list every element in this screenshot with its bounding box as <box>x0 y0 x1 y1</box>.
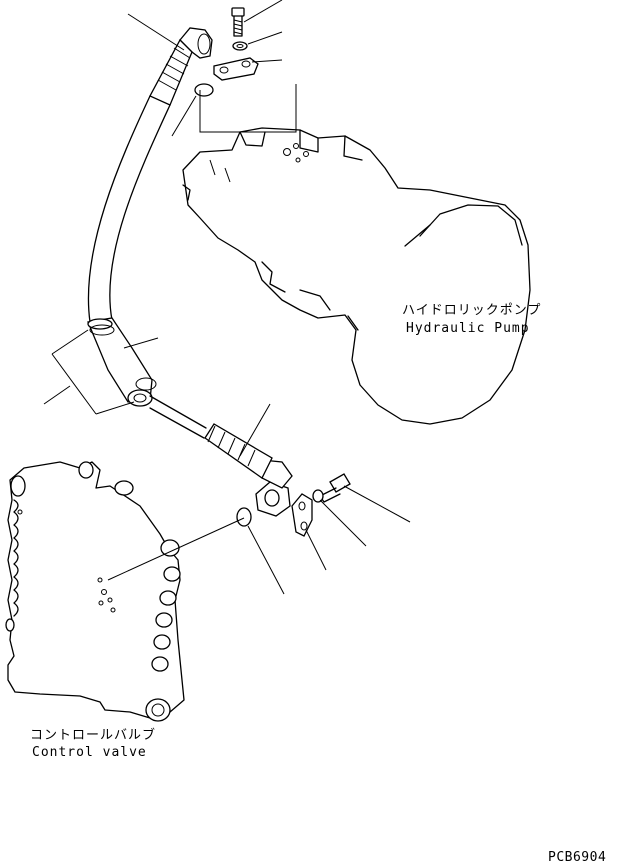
connection-lines <box>107 84 297 581</box>
hydraulic-hose <box>87 95 207 439</box>
hydraulic-pump-drawing <box>182 127 531 425</box>
valve-label-jp: コントロールバルブ <box>30 728 157 743</box>
valve-label-en: Control valve <box>32 745 147 760</box>
control-valve-drawing <box>5 461 185 722</box>
lower-fittings <box>204 423 351 537</box>
upper-fittings <box>149 7 259 106</box>
pump-label-en: Hydraulic Pump <box>406 321 530 336</box>
leader-lines <box>43 0 411 595</box>
drawing-code: PCB6904 <box>548 850 607 865</box>
pump-label-jp: ハイドロリックポンプ <box>402 303 542 318</box>
